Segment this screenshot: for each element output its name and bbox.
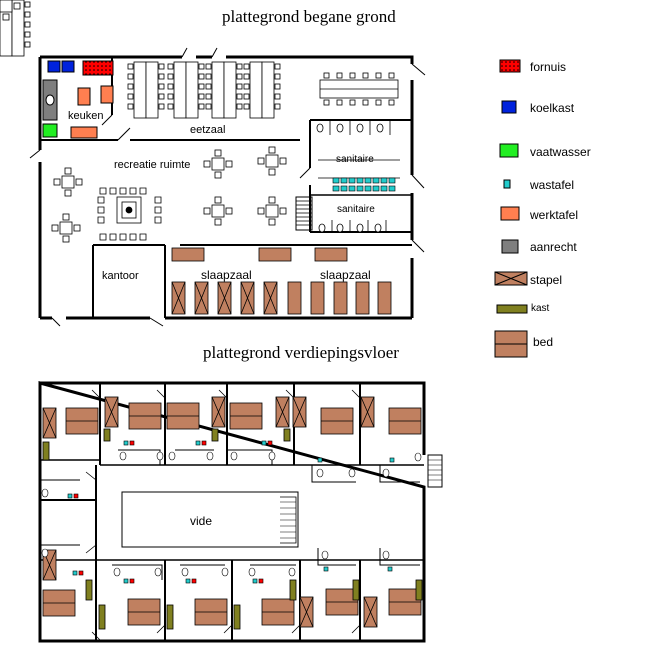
room-label-sanitaire-bottom: sanitaire: [337, 204, 375, 215]
room-label-slaapzaal-left: slaapzaal: [201, 268, 252, 282]
aanrecht-icon: [501, 239, 519, 254]
legend-label-bed: bed: [533, 335, 554, 349]
room-label-recreatie: recreatie ruimte: [114, 159, 191, 171]
bed-icon: [494, 330, 528, 358]
vaatwasser-icon: [499, 143, 519, 158]
room-label-vide: vide: [190, 514, 213, 528]
sanitaire-fixtures: [316, 120, 400, 233]
stapelbed-icon: [494, 271, 528, 286]
ground-floor-plan: [29, 47, 426, 327]
upper-beds: [42, 396, 422, 628]
wastafel-row: [332, 177, 396, 192]
legend-label-wastafel: wastafel: [530, 178, 575, 192]
upper-kasten: [42, 428, 423, 630]
legend-label-stapel: stapel: [530, 273, 563, 287]
kast-icon: [496, 304, 528, 314]
werktafel-icon: [500, 206, 520, 221]
legend-label-fornuis: fornuis: [530, 60, 567, 74]
kitchen-equipment: [42, 60, 114, 139]
legend-label-vaatwasser: vaatwasser: [530, 145, 591, 159]
upper-floor-plan: [38, 381, 443, 643]
legend-swatches: [494, 59, 528, 358]
room-label-keuken: keuken: [68, 110, 104, 122]
legend-label-aanrecht: aanrecht: [530, 240, 577, 254]
legend-label-koelkast: koelkast: [530, 101, 575, 115]
fornuis-icon: [499, 59, 521, 73]
ground-floor-title: plattegrond begane grond: [222, 7, 396, 26]
slaapzaal-beds: [171, 247, 392, 315]
upper-floor-title: plattegrond verdiepingsvloer: [203, 343, 399, 362]
room-label-eetzaal: eetzaal: [190, 124, 226, 136]
recreation-furniture: [0, 0, 287, 243]
upper-sanitary: [41, 440, 422, 584]
room-label-kantoor: kantoor: [102, 270, 139, 282]
dining-tables: [0, 0, 399, 119]
legend-label-kast: kast: [531, 303, 550, 314]
legend-label-werktafel: werktafel: [530, 208, 579, 222]
room-label-slaapzaal-right: slaapzaal: [320, 268, 371, 282]
koelkast-icon: [501, 100, 517, 114]
wastafel-icon: [503, 179, 511, 189]
room-label-sanitaire-top: sanitaire: [336, 154, 374, 165]
